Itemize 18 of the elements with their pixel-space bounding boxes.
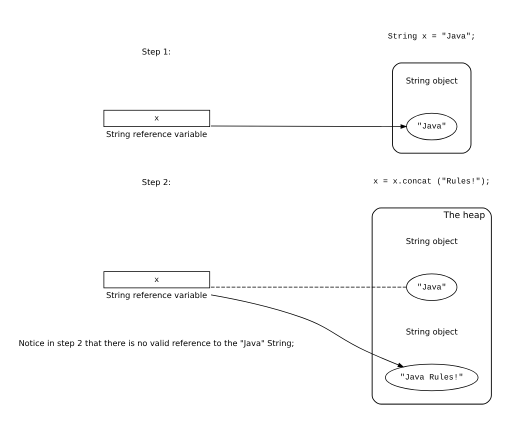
label: Step 1: (142, 46, 171, 57)
arrow (210, 124, 408, 129)
node-label: String object (406, 76, 458, 86)
label: x = x.concat ("Rules!"); (373, 177, 490, 186)
label: String x = "Java"; (388, 32, 476, 42)
label: Notice in step 2 that there is no valid reference to the "Java" String; (18, 338, 294, 348)
cluster (392, 62, 472, 154)
node-box: x (104, 271, 210, 288)
node-box: x (104, 110, 210, 127)
label: Step 2: (142, 176, 171, 187)
node-label: String reference variable (106, 128, 208, 139)
connector (210, 286, 406, 288)
node-label: String object (406, 326, 458, 336)
arrow (210, 294, 404, 368)
node-ellipse: "Java" (406, 112, 458, 140)
node-ellipse: "Java" (406, 274, 458, 301)
node-label: String object (406, 236, 458, 246)
node-label: String reference variable (106, 290, 208, 300)
